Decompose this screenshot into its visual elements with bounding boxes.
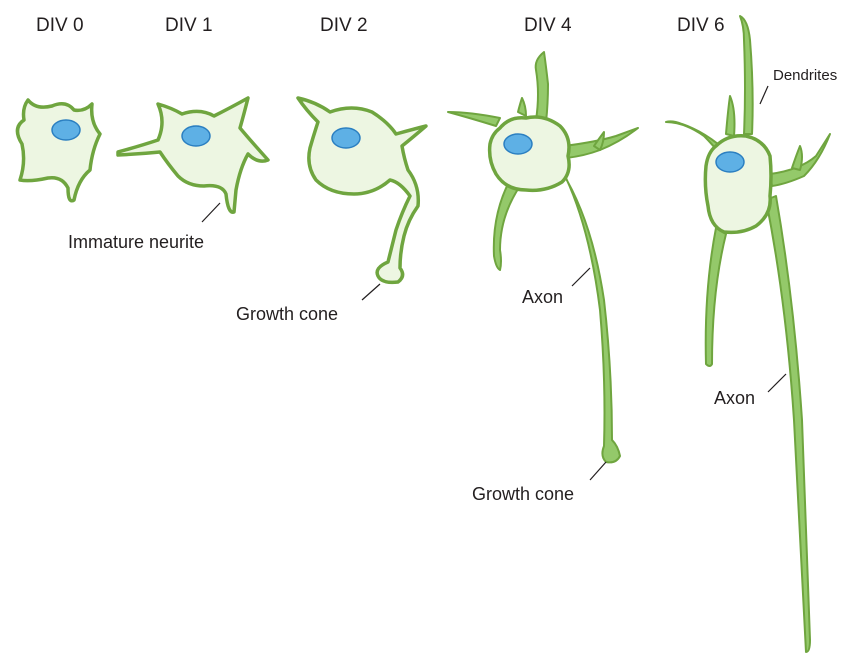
stage-title-div6: DIV 6 [677, 15, 725, 36]
cell-body-div2 [298, 98, 426, 282]
nucleus-div2 [332, 128, 360, 148]
dendrite-right-branch-div6 [792, 146, 802, 170]
cell-body-div4 [490, 117, 570, 190]
nucleus-div0 [52, 120, 80, 140]
neuron-div0 [17, 100, 100, 201]
leader-axon-div4 [572, 268, 590, 286]
leader-dendrites [760, 86, 768, 104]
axon-div6 [766, 196, 810, 652]
cell-body-div1 [118, 98, 268, 212]
neuron-div1 [118, 98, 268, 212]
leader-axon-div6 [768, 374, 786, 392]
neurite-top-div4 [536, 52, 548, 122]
label-immature-neurite: Immature neurite [68, 232, 204, 252]
neuron-div2 [298, 98, 426, 282]
label-growth-cone-div2: Growth cone [236, 304, 338, 324]
neurite-upper-div4 [518, 98, 526, 116]
cell-body-div0 [17, 100, 100, 201]
label-axon-div6: Axon [714, 388, 755, 408]
nucleus-div4 [504, 134, 532, 154]
leader-growth-cone-div4 [590, 462, 606, 480]
label-axon-div4: Axon [522, 287, 563, 307]
neurite-left-div4 [448, 112, 500, 126]
label-dendrites: Dendrites [773, 67, 837, 84]
stage-title-div4: DIV 4 [524, 15, 572, 36]
stage-title-div0: DIV 0 [36, 15, 84, 36]
dendrite-top-div6 [740, 16, 753, 134]
nucleus-div6 [716, 152, 744, 172]
leader-immature-neurite [202, 203, 220, 222]
cell-body-div6 [705, 136, 771, 233]
stage-title-div2: DIV 2 [320, 15, 368, 36]
stage-title-div1: DIV 1 [165, 15, 213, 36]
dendrite-lower-left-div6 [706, 228, 726, 366]
label-growth-cone-div4: Growth cone [472, 484, 574, 504]
nucleus-div1 [182, 126, 210, 146]
neuron-div4 [448, 52, 638, 462]
dendrite-top-short-div6 [726, 96, 735, 136]
neuron-div6 [666, 16, 830, 652]
leader-growth-cone-div2 [362, 284, 380, 300]
axon-div4 [562, 172, 620, 462]
neurite-lower-left-div4 [494, 180, 520, 270]
